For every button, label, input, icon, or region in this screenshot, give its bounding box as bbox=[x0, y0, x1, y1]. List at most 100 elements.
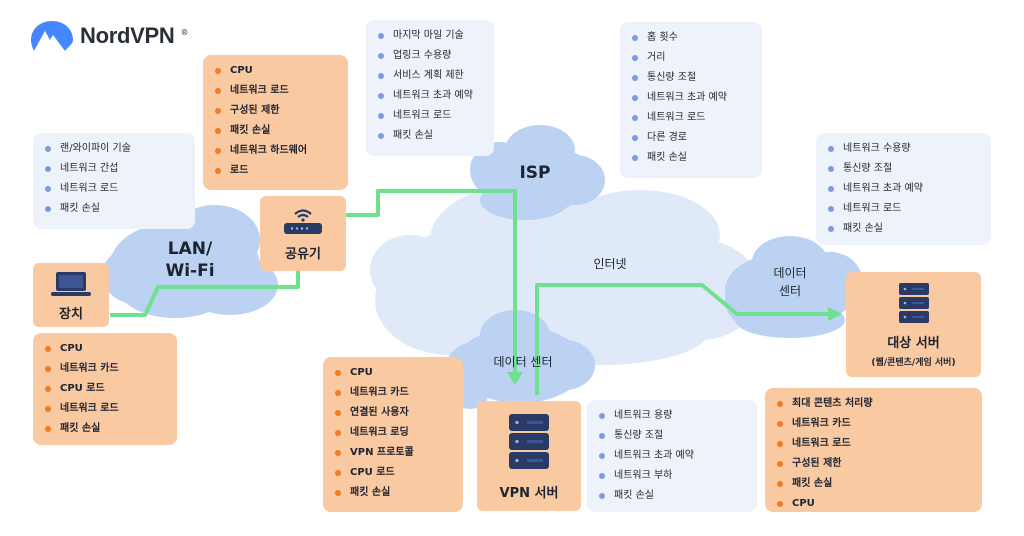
bullet-dot bbox=[378, 73, 384, 79]
factor-item: 연결된 사용자 bbox=[335, 403, 451, 423]
bullet-dot bbox=[45, 406, 51, 412]
factor-item: 네트워크 로드 bbox=[777, 434, 970, 454]
factor-item: 패킷 손실 bbox=[335, 483, 451, 503]
bullet-dot bbox=[828, 226, 834, 232]
bullet-dot bbox=[632, 115, 638, 121]
factor-label: 연결된 사용자 bbox=[350, 407, 409, 418]
bullet-dot bbox=[335, 490, 341, 496]
factor-label: CPU bbox=[350, 367, 373, 378]
factor-item: 패킷 손실 bbox=[599, 486, 745, 506]
factor-label: 네트워크 초과 예약 bbox=[647, 92, 727, 103]
bullet-dot bbox=[378, 53, 384, 59]
isp-cloud bbox=[470, 125, 605, 220]
bullet-dot bbox=[632, 95, 638, 101]
factor-item: CPU bbox=[335, 363, 451, 383]
factor-label: 패킷 손실 bbox=[60, 423, 101, 434]
router-label: 공유기 bbox=[285, 247, 321, 262]
factor-item: 패킷 손실 bbox=[45, 419, 165, 439]
factor-label: 네트워크 로드 bbox=[393, 110, 452, 121]
internet-cloud bbox=[370, 185, 760, 365]
factor-label: 구성된 제한 bbox=[230, 105, 280, 116]
factor-item: 통신량 조절 bbox=[599, 426, 745, 446]
bullet-dot bbox=[632, 75, 638, 81]
dc-target-cloud bbox=[725, 236, 862, 338]
bullet-dot bbox=[335, 430, 341, 436]
factor-item: 네트워크 초과 예약 bbox=[632, 88, 750, 108]
bullet-dot bbox=[828, 206, 834, 212]
factor-label: CPU bbox=[60, 343, 83, 354]
factor-label: 네트워크 초과 예약 bbox=[614, 450, 694, 461]
factor-label: 통신량 조절 bbox=[614, 430, 664, 441]
server-rack-icon bbox=[898, 282, 929, 323]
bullet-dot bbox=[777, 501, 783, 507]
dc-vpn-cloud-label: 데이터 센터 bbox=[493, 355, 553, 369]
factor-item: 네트워크 로드 bbox=[828, 199, 979, 219]
factor-item: 네트워크 카드 bbox=[777, 414, 970, 434]
dc-vpn-cloud bbox=[445, 310, 595, 409]
factor-item: 네트워크 카드 bbox=[45, 359, 165, 379]
dc-target-cloud-label: 데이터 센터 bbox=[773, 266, 807, 298]
server-rack-icon bbox=[509, 413, 549, 469]
bullet-dot bbox=[215, 168, 221, 174]
factor-label: CPU 로드 bbox=[60, 383, 105, 394]
bullet-dot bbox=[828, 186, 834, 192]
bullet-dot bbox=[378, 133, 384, 139]
factor-item: 네트워크 부하 bbox=[599, 466, 745, 486]
vpn-server-node: VPN 서버 bbox=[477, 401, 581, 511]
device-label: 장치 bbox=[59, 306, 83, 322]
factor-label: 네트워크 카드 bbox=[60, 363, 119, 374]
factor-label: 최대 콘텐츠 처리량 bbox=[792, 398, 873, 409]
bullet-dot bbox=[215, 148, 221, 154]
factor-item: 네트워크 용량 bbox=[599, 406, 745, 426]
bullet-dot bbox=[378, 33, 384, 39]
factor-label: 패킷 손실 bbox=[843, 223, 883, 234]
factor-item: 패킷 손실 bbox=[777, 474, 970, 494]
factor-label: 네트워크 카드 bbox=[350, 387, 409, 398]
bullet-dot bbox=[599, 413, 605, 419]
factor-item: 통신량 조절 bbox=[632, 68, 750, 88]
factor-label: 네트워크 로드 bbox=[60, 403, 119, 414]
factor-item: 최대 콘텐츠 처리량 bbox=[777, 394, 970, 414]
bullet-dot bbox=[632, 135, 638, 141]
factor-item: 네트워크 수용량 bbox=[828, 139, 979, 159]
bullet-dot bbox=[335, 370, 341, 376]
factor-item: CPU bbox=[777, 494, 970, 514]
nordvpn-mountain-icon bbox=[31, 21, 73, 51]
registered-mark: ® bbox=[180, 28, 189, 37]
bullet-dot bbox=[335, 470, 341, 476]
factor-item: 구성된 제한 bbox=[215, 101, 336, 121]
bullet-dot bbox=[777, 421, 783, 427]
factor-item: 패킷 손실 bbox=[828, 219, 979, 239]
factor-label: 구성된 제한 bbox=[792, 458, 842, 469]
arrow-heads bbox=[507, 307, 842, 385]
brand-logo: NordVPN® bbox=[30, 20, 188, 52]
bullet-dot bbox=[599, 473, 605, 479]
bullet-dot bbox=[777, 441, 783, 447]
factor-item: 다른 경로 bbox=[632, 128, 750, 148]
bullet-dot bbox=[45, 366, 51, 372]
factor-label: 네트워크 부하 bbox=[614, 470, 673, 481]
bullet-dot bbox=[777, 461, 783, 467]
factor-label: 통신량 조절 bbox=[647, 72, 697, 83]
bullet-dot bbox=[215, 88, 221, 94]
target-server-node: 대상 서버 (웹/콘텐츠/게임 서버) bbox=[846, 272, 981, 377]
factor-item: 네트워크 초과 예약 bbox=[828, 179, 979, 199]
factor-item: 네트워크 로드 bbox=[632, 108, 750, 128]
factor-label: 네트워크 초과 예약 bbox=[393, 90, 473, 101]
factor-label: 로드 bbox=[230, 165, 249, 176]
factor-item: CPU bbox=[215, 61, 336, 81]
bullet-dot bbox=[632, 55, 638, 61]
bullet-dot bbox=[45, 346, 51, 352]
factor-label: 네트워크 로드 bbox=[792, 438, 851, 449]
router-icon bbox=[284, 209, 322, 234]
device-node: 장치 bbox=[33, 263, 109, 327]
factor-label: 네트워크 카드 bbox=[792, 418, 851, 429]
factor-label: 네트워크 로드 bbox=[60, 183, 119, 194]
factor-label: 네트워크 로드 bbox=[647, 112, 706, 123]
bullet-dot bbox=[215, 128, 221, 134]
isp-cloud-label: ISP bbox=[519, 163, 551, 183]
factor-label: 패킷 손실 bbox=[647, 152, 687, 163]
